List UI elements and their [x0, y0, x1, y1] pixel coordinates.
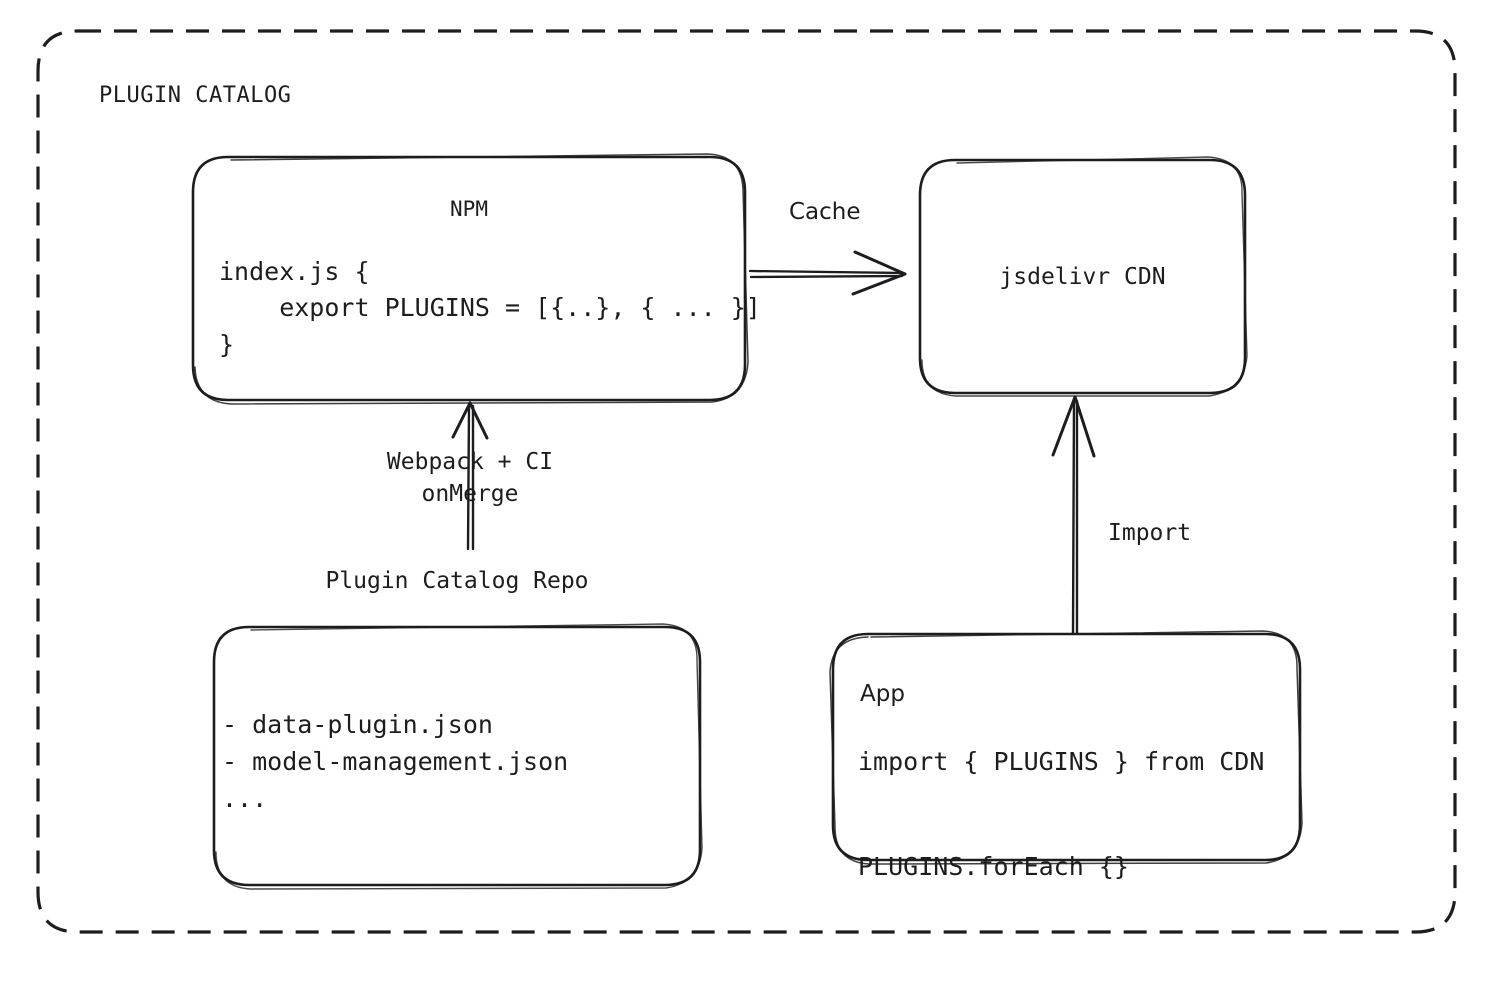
import-arrow: [1051, 395, 1096, 635]
repo-node-caption: Plugin Catalog Repo: [325, 568, 589, 594]
cache-arrow: [748, 250, 907, 296]
frame-title: PLUGIN CATALOG: [99, 83, 292, 108]
plugin-catalog-frame: [36, 29, 1457, 934]
build-edge-label: Webpack + CI onMerge: [386, 449, 554, 507]
app-node-title: App: [860, 681, 905, 707]
cdn-node-title: jsdelivr CDN: [999, 264, 1166, 290]
npm-code-block: index.js { export PLUGINS = [{..}, { ...…: [219, 257, 761, 359]
app-node-shape: [829, 630, 1303, 865]
npm-node-title: NPM: [450, 197, 488, 221]
cdn-node-shape: [918, 156, 1248, 397]
repo-file-list: - data-plugin.json - model-management.js…: [222, 710, 569, 813]
import-edge-label: Import: [1108, 520, 1192, 546]
repo-node-shape: [212, 623, 703, 890]
build-arrow: [451, 401, 489, 551]
npm-node-shape: [191, 153, 749, 405]
app-code-block: import { PLUGINS } from CDN PLUGINS.forE…: [858, 747, 1265, 881]
cache-edge-label: Cache: [789, 199, 861, 225]
